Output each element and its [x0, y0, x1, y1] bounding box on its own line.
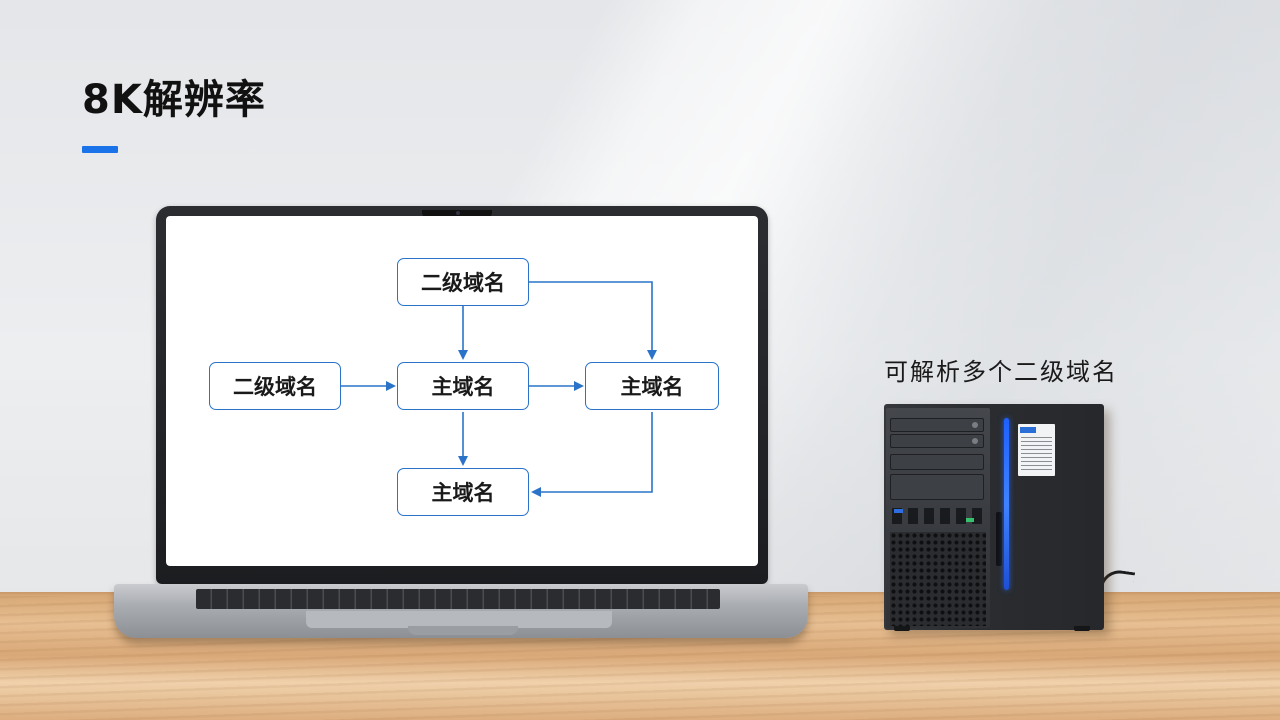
node-top-subdomain: 二级域名	[397, 258, 529, 306]
sticker-logo	[1020, 427, 1036, 433]
page-title: 8K解辨率	[82, 77, 266, 123]
title-underline-accent	[82, 146, 118, 153]
server-caption: 可解析多个二级域名	[884, 358, 1118, 386]
laptop-front-lip	[408, 626, 518, 635]
camera-icon	[456, 211, 460, 215]
drive-bay	[890, 454, 984, 470]
status-led-icon	[966, 518, 974, 522]
blue-led-strip	[1004, 418, 1009, 590]
drive-bay	[890, 434, 984, 448]
side-slot	[996, 512, 1002, 566]
laptop-trackpad	[306, 610, 612, 628]
node-right-main-domain: 主域名	[585, 362, 719, 410]
server-foot	[1074, 626, 1090, 631]
node-left-subdomain: 二级域名	[209, 362, 341, 410]
drive-bay	[890, 474, 984, 500]
ventilation-mesh	[890, 532, 986, 626]
usb3-port-icon	[894, 509, 903, 513]
laptop-keyboard	[196, 589, 720, 609]
sticker-text-lines	[1021, 437, 1052, 471]
drive-button-icon	[972, 422, 978, 428]
drive-bay	[890, 418, 984, 432]
server-foot	[894, 626, 910, 631]
node-bottom-main-domain: 主域名	[397, 468, 529, 516]
usb-ports	[892, 508, 982, 524]
drive-button-icon	[972, 438, 978, 444]
node-center-main-domain: 主域名	[397, 362, 529, 410]
